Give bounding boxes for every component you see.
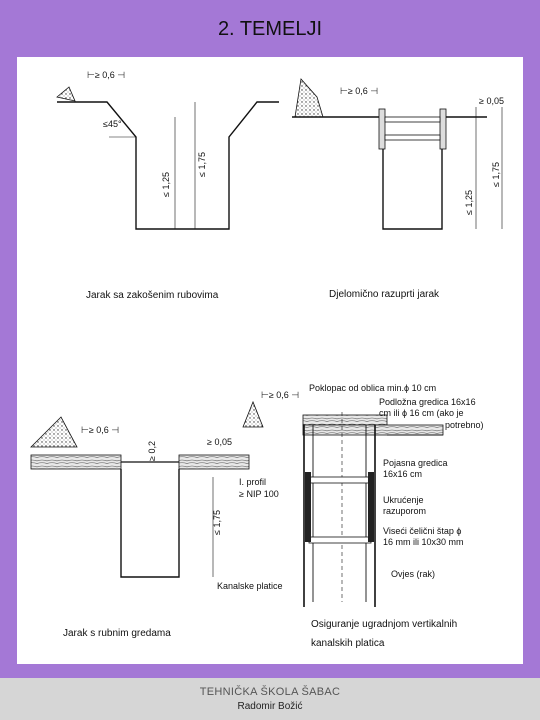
hanger-label: Ovjes (rak) [391,569,435,579]
right-edge-beam [178,454,250,470]
waler-left [305,472,311,542]
soil-mound [56,86,76,102]
cover-label: Poklopac od oblica min.ϕ 10 cm [309,383,436,393]
beam-label-1: Podložna gredica 16x16 [379,397,476,407]
trench-sloped-edges: ⊢≥ 0,6 ⊣ ≤45° ≤ 1,25 ≤ 1,75 Jarak sa zak… [56,70,279,301]
trench-outline [57,101,279,230]
rod-label-2: 16 mm ili 10x30 mm [383,537,464,547]
belt-beam-2 [308,536,372,544]
school-name: TEHNIČKA ŠKOLA ŠABAC [199,686,341,698]
belt-beam-1 [308,476,372,484]
footer: TEHNIČKA ŠKOLA ŠABAC Radomir Božić [0,678,540,720]
rod-label-1: Viseći čelični štap ϕ [383,526,461,536]
trench-outline [292,116,487,230]
dim-beam: ≥ 0,2 [147,441,157,461]
dim-width: ⊢≥ 0,6 ⊣ [81,425,119,435]
bearing-beam [302,424,444,436]
dim-inner-depth: ≤ 1,25 [464,190,474,215]
soil-mound [242,400,264,428]
slide-title: 2. TEMELJI [217,18,323,40]
caption-braced: Djelomično razuprti jarak [329,289,440,300]
dim-angle: ≤45° [103,119,122,129]
profile-label-2: ≥ NIP 100 [239,489,279,499]
beam-label-2: cm ili ϕ 16 cm (ako je [379,408,464,418]
strut-label-2: razuporom [383,506,426,516]
cover-logs [302,414,388,426]
trench-partially-braced: ⊢≥ 0,6 ⊣ ≥ 0,05 ≤ 1,25 ≤ 1,75 Djelomično… [292,78,504,300]
dim-depth: ≤ 1,75 [212,510,222,535]
caption-edge-beams: Jarak s rubnim gredama [63,628,171,639]
trench-outline [120,469,180,578]
trench-vertical-sheeting: ⊢≥ 0,6 ⊣ Poklopac od oblica min.ϕ 10 cm … [242,383,484,649]
strut-label-1: Ukrućenje [383,495,424,505]
dim-width: ⊢≥ 0,6 ⊣ [87,70,125,80]
sheets-label: Kanalske platice [217,581,283,591]
right-plank [439,108,447,150]
dim-width: ⊢≥ 0,6 ⊣ [261,390,299,400]
dim-top: ≥ 0,05 [207,437,232,447]
strut-bottom [384,134,441,141]
trench-diagrams: ⊢≥ 0,6 ⊣ ≤45° ≤ 1,25 ≤ 1,75 Jarak sa zak… [30,70,504,649]
dim-outer-depth: ≤ 1,75 [197,152,207,177]
left-edge-beam [30,454,122,470]
waler-right [368,472,374,542]
caption-sheeting-2: kanalskih platica [311,638,385,649]
strut-top [384,116,441,123]
beam-label-3: potrebno) [445,420,484,430]
dim-width: ⊢≥ 0,6 ⊣ [340,86,378,96]
caption-sloped: Jarak sa zakošenim rubovima [86,290,219,301]
author-name: Radomir Božić [237,701,303,712]
diagram-sheet: ⊢≥ 0,6 ⊣ ≤45° ≤ 1,25 ≤ 1,75 Jarak sa zak… [17,57,523,664]
belt-label-1: Pojasna gredica [383,458,448,468]
trench-edge-beams: ⊢≥ 0,6 ⊣ ≥ 0,2 ≥ 0,05 ≤ 1,75 I. profil ≥… [30,416,283,639]
caption-sheeting-1: Osiguranje ugradnjom vertikalnih [311,619,457,630]
soil-mound [30,416,78,448]
dim-outer-depth: ≤ 1,75 [491,162,501,187]
belt-label-2: 16x16 cm [383,469,422,479]
soil-mound [294,78,324,118]
left-plank [378,108,386,150]
dim-top: ≥ 0,05 [479,96,504,106]
profile-label-1: I. profil [239,477,266,487]
dim-inner-depth: ≤ 1,25 [161,172,171,197]
